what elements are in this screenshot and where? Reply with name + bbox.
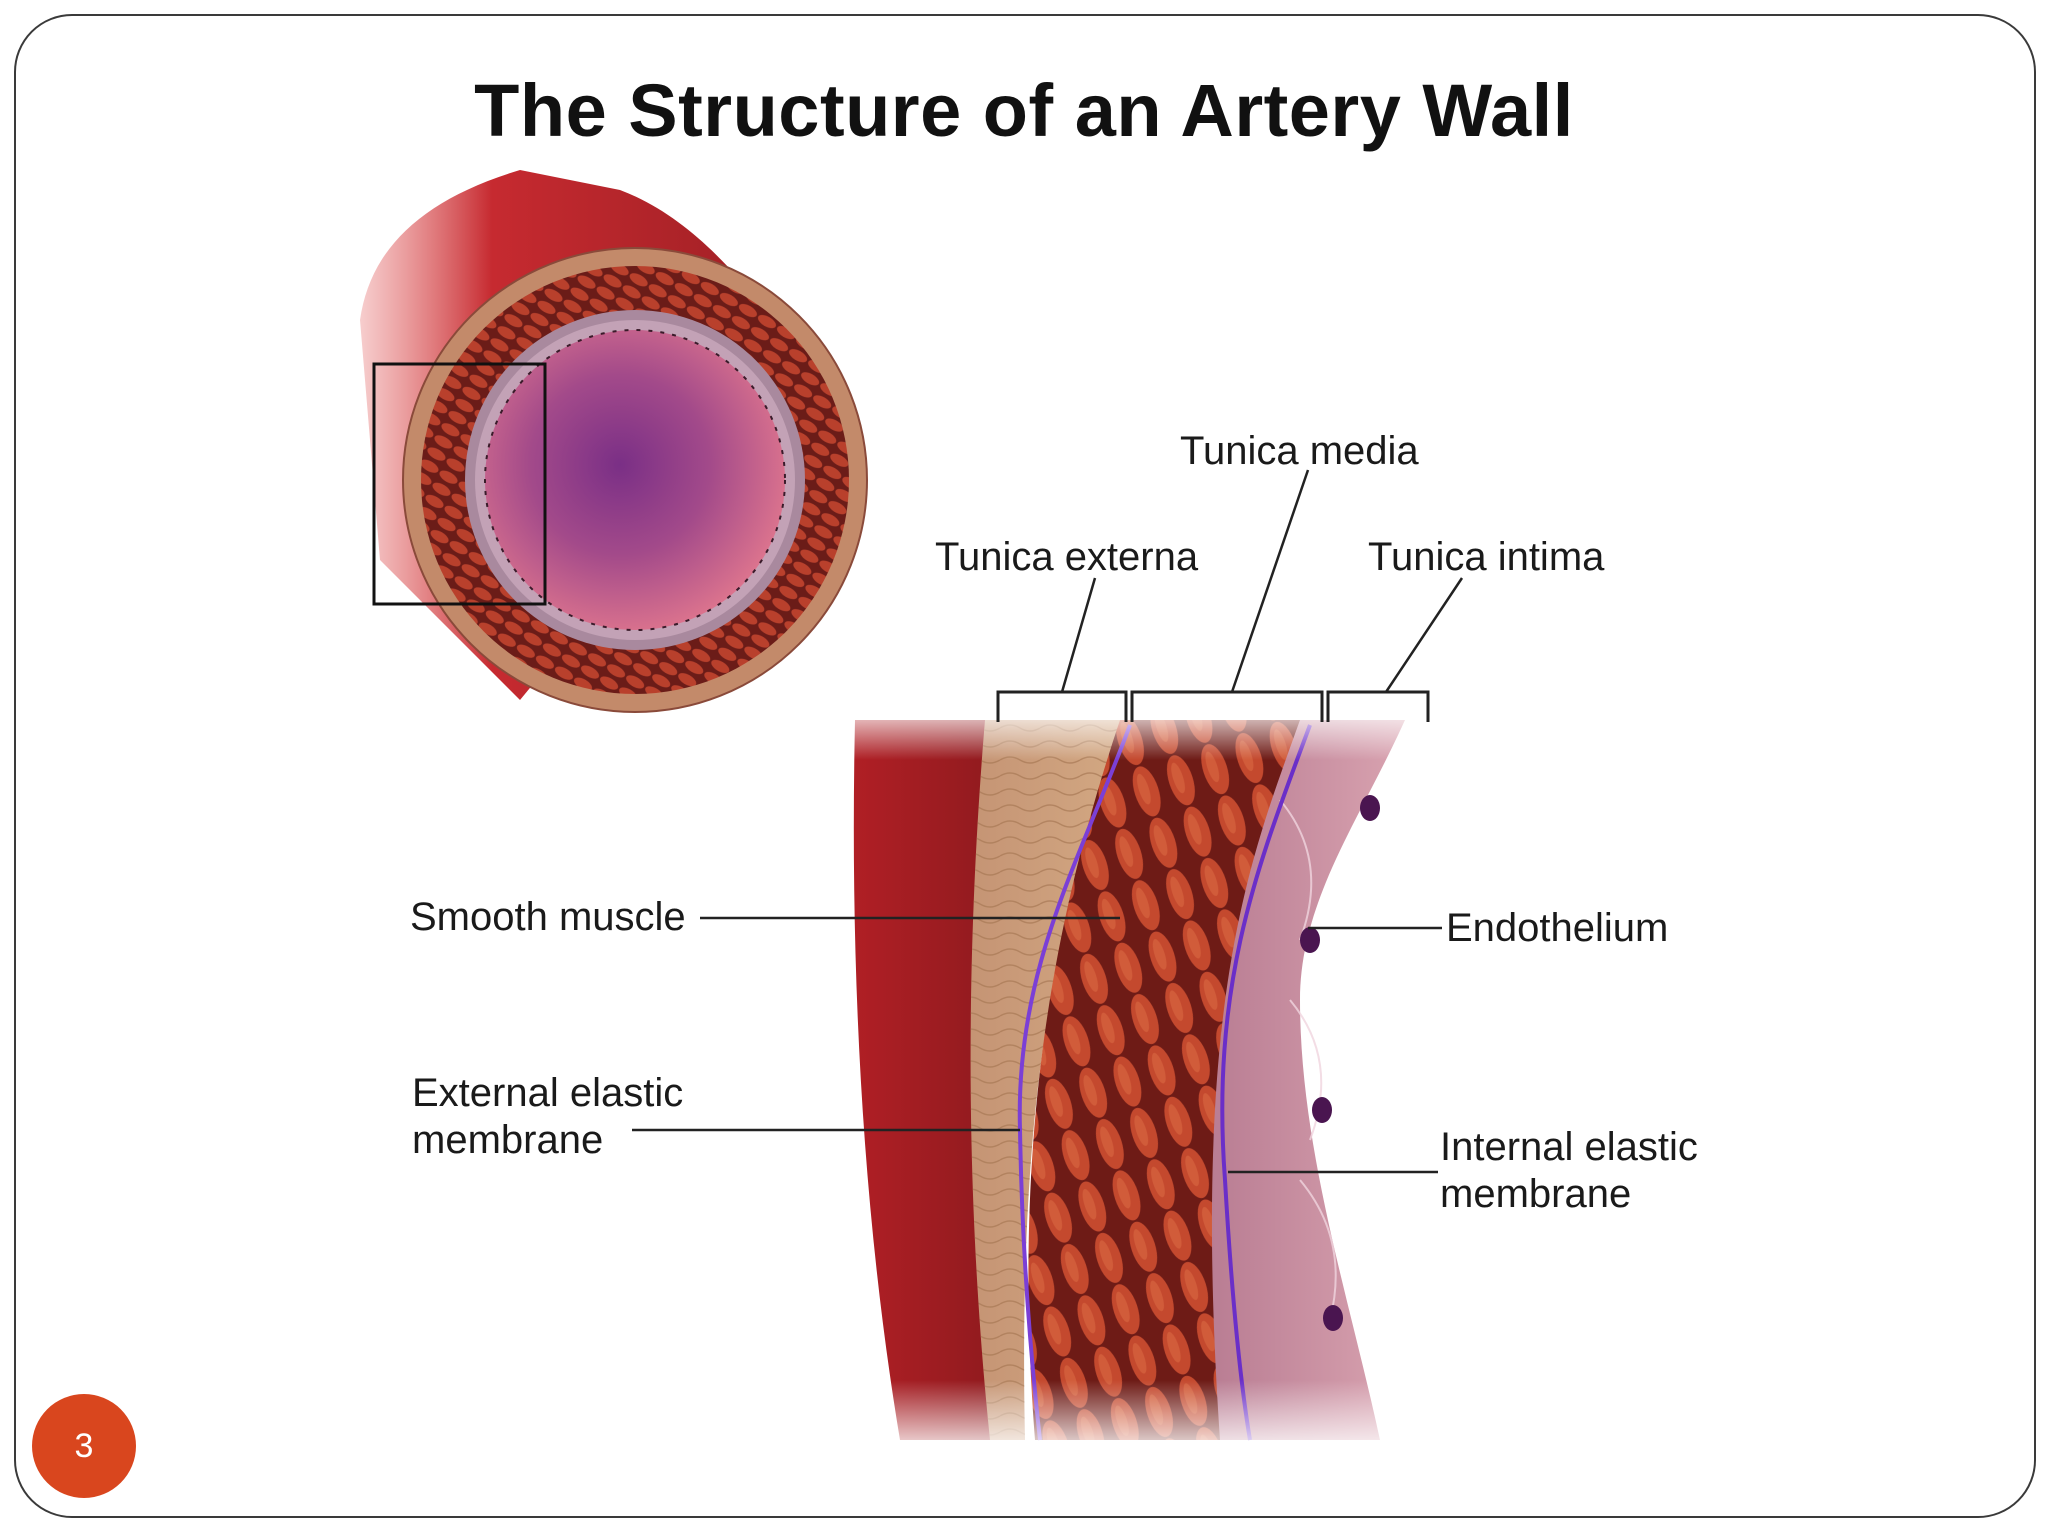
page-number-badge: 3 xyxy=(32,1394,136,1498)
page-title: The Structure of an Artery Wall xyxy=(474,69,1574,152)
label-internal-elastic-line1: Internal elastic xyxy=(1440,1125,1698,1169)
leader-lines xyxy=(632,469,1464,1174)
label-endothelium: Endothelium xyxy=(1446,906,1669,950)
artery-wall-section xyxy=(840,700,1440,1460)
internal-elastic-membrane xyxy=(1220,724,1312,1441)
label-tunica-intima: Tunica intima xyxy=(1368,535,1605,579)
label-smooth-muscle: Smooth muscle xyxy=(410,895,686,939)
label-internal-elastic-membrane: Internal elastic membrane xyxy=(1440,1124,1698,1218)
label-tunica-media: Tunica media xyxy=(1180,429,1419,473)
label-tunica-externa: Tunica externa xyxy=(935,535,1199,579)
label-external-elastic-line1: External elastic xyxy=(412,1071,684,1115)
zoom-box xyxy=(372,362,547,606)
external-elastic-membrane xyxy=(1017,724,1132,1441)
bracket-intima xyxy=(1326,690,1430,722)
label-external-elastic-line2: membrane xyxy=(412,1118,604,1162)
label-external-elastic-membrane: External elastic membrane xyxy=(412,1070,683,1164)
label-internal-elastic-line2: membrane xyxy=(1440,1172,1632,1216)
artery-cross-section xyxy=(360,170,868,713)
bracket-media xyxy=(1130,690,1324,722)
